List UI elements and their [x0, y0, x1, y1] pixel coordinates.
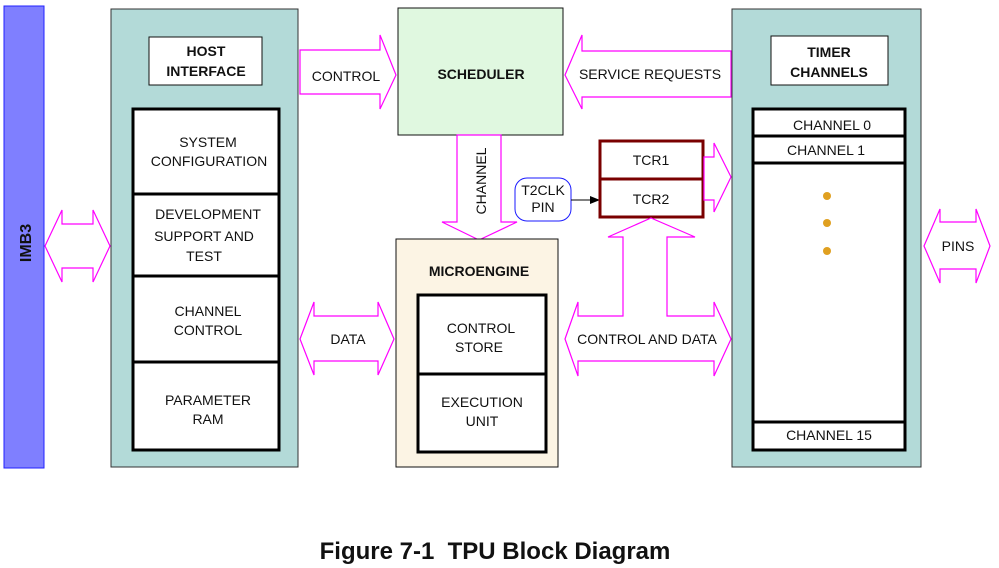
control-store-line2: STORE	[455, 339, 503, 355]
host-block-0-line2: CONFIGURATION	[151, 153, 267, 169]
pins-label: PINS	[942, 238, 975, 254]
host-block-1-line1: DEVELOPMENT	[155, 206, 261, 222]
tcr2-label: TCR2	[633, 191, 670, 207]
service-requests-label: SERVICE REQUESTS	[579, 66, 721, 82]
service-requests-arrow	[564, 34, 732, 110]
channel-arrow-label: CHANNEL	[473, 147, 489, 214]
t2clk-arrowhead	[590, 196, 600, 204]
host-block-1-line3: TEST	[186, 248, 222, 264]
tcr1-register	[598, 139, 705, 181]
control-and-data-label: CONTROL AND DATA	[577, 331, 717, 347]
imb3-bus	[3, 5, 45, 469]
timer-channels-title-line1: TIMER	[807, 44, 851, 60]
ellipsis-dot-3	[823, 247, 831, 255]
host-block-1-line2: SUPPORT AND	[154, 228, 254, 244]
channel-stack	[751, 107, 907, 452]
channel-arrow	[441, 134, 518, 241]
host-block-3-line2: RAM	[192, 411, 223, 427]
tcr2-register	[598, 177, 705, 219]
host-block-parameter-ram	[131, 360, 281, 452]
channel-15-label: CHANNEL 15	[786, 427, 872, 443]
host-block-system-configuration	[131, 107, 281, 196]
host-block-development-support	[131, 192, 281, 278]
host-block-2-line2: CONTROL	[174, 322, 243, 338]
control-arrow	[299, 34, 397, 110]
pins-double-arrow	[923, 208, 991, 284]
imb-host-double-arrow	[44, 209, 111, 283]
host-interface-title-line2: INTERFACE	[166, 63, 245, 79]
host-interface-title-line1: HOST	[187, 43, 226, 59]
imb3-label: IMB3	[18, 224, 35, 262]
control-and-data-arrow	[564, 217, 732, 377]
host-block-2-line1: CHANNEL	[175, 303, 242, 319]
scheduler-label: SCHEDULER	[437, 66, 524, 82]
data-double-arrow	[299, 301, 395, 376]
tcr-to-timer-arrow	[703, 142, 732, 213]
data-arrow-label: DATA	[330, 331, 366, 347]
scheduler-block	[397, 7, 564, 136]
control-arrow-label: CONTROL	[312, 68, 381, 84]
ellipsis-dot-2	[823, 219, 831, 227]
timer-channels-title-line2: CHANNELS	[790, 64, 868, 80]
host-block-channel-control	[131, 274, 281, 364]
channel-0-label: CHANNEL 0	[793, 117, 871, 133]
t2clk-line1: T2CLK	[521, 182, 565, 198]
control-store-line1: CONTROL	[447, 320, 516, 336]
microengine-title: MICROENGINE	[429, 263, 529, 279]
channel-1-label: CHANNEL 1	[787, 142, 865, 158]
t2clk-line2: PIN	[531, 199, 554, 215]
ellipsis-dot-1	[823, 192, 831, 200]
host-block-0-line1: SYSTEM	[179, 134, 237, 150]
host-block-3-line1: PARAMETER	[165, 392, 251, 408]
tcr1-label: TCR1	[633, 152, 670, 168]
execution-unit-block	[416, 372, 548, 454]
execution-unit-line1: EXECUTION	[441, 394, 523, 410]
host-interface-blocks: SYSTEM CONFIGURATION DEVELOPMENT SUPPORT…	[131, 107, 281, 452]
host-interface-title-box	[148, 36, 263, 86]
figure-caption: Figure 7-1 TPU Block Diagram	[320, 538, 671, 565]
timer-channels-title-box	[770, 35, 889, 86]
execution-unit-line2: UNIT	[466, 413, 499, 429]
